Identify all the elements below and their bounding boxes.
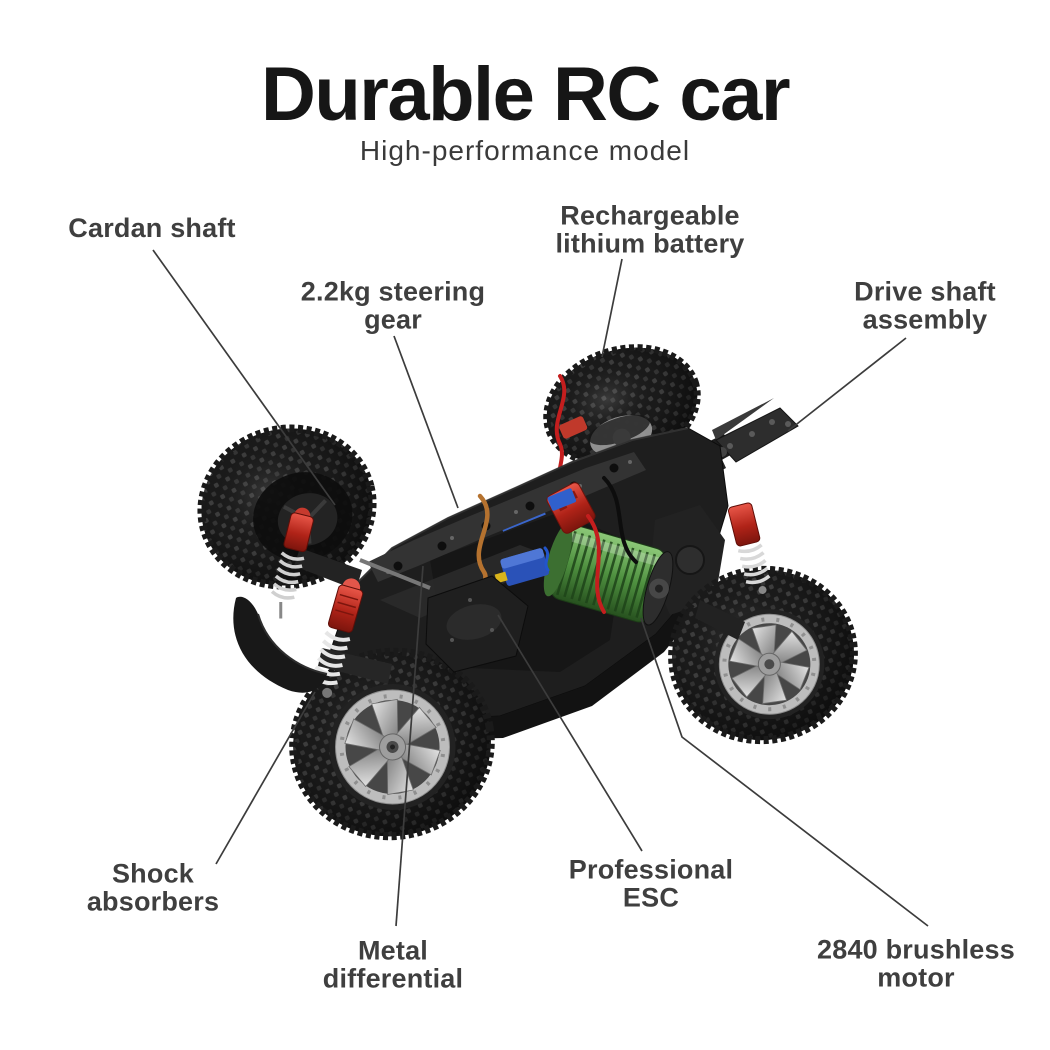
label-steering-gear: 2.2kg steering gear xyxy=(300,276,486,334)
callout-line-steering-gear xyxy=(393,335,459,509)
label-differential: Metal differential xyxy=(322,935,464,993)
label-motor: 2840 brushless motor xyxy=(817,934,1015,992)
label-esc: Professional ESC xyxy=(568,854,734,912)
right-shock-absorber-part xyxy=(727,502,771,594)
page-title: Durable RC car xyxy=(260,52,791,137)
front-bumper-part xyxy=(233,596,328,693)
callout-line-drive-shaft xyxy=(787,337,907,432)
left-lower-shock-absorber-part xyxy=(312,578,364,698)
right-suspension-arm xyxy=(695,600,745,640)
callout-line-shock-absorbers xyxy=(215,691,316,865)
callout-lines xyxy=(152,249,929,927)
label-shock-absorbers: Shock absorbers xyxy=(86,858,220,916)
callout-line-esc xyxy=(497,614,643,852)
page-header: Durable RC car High-performance model xyxy=(0,57,1050,165)
rear-hub-red-part xyxy=(559,416,588,439)
callout-line-differential xyxy=(395,565,424,927)
callout-line-battery xyxy=(601,258,623,358)
label-battery: Rechargeable lithium battery xyxy=(555,200,745,258)
label-cardan-shaft: Cardan shaft xyxy=(68,213,236,244)
front-differential-part xyxy=(425,575,529,673)
page-subtitle: High-performance model xyxy=(359,135,691,166)
callout-line-cardan-shaft xyxy=(152,249,336,506)
brushless-motor-part xyxy=(543,523,674,626)
left-upper-shock-absorber-part xyxy=(270,507,314,619)
callout-line-motor xyxy=(640,617,929,927)
front-left-wheel xyxy=(289,647,495,841)
label-drive-shaft: Drive shaft assembly xyxy=(854,276,996,334)
